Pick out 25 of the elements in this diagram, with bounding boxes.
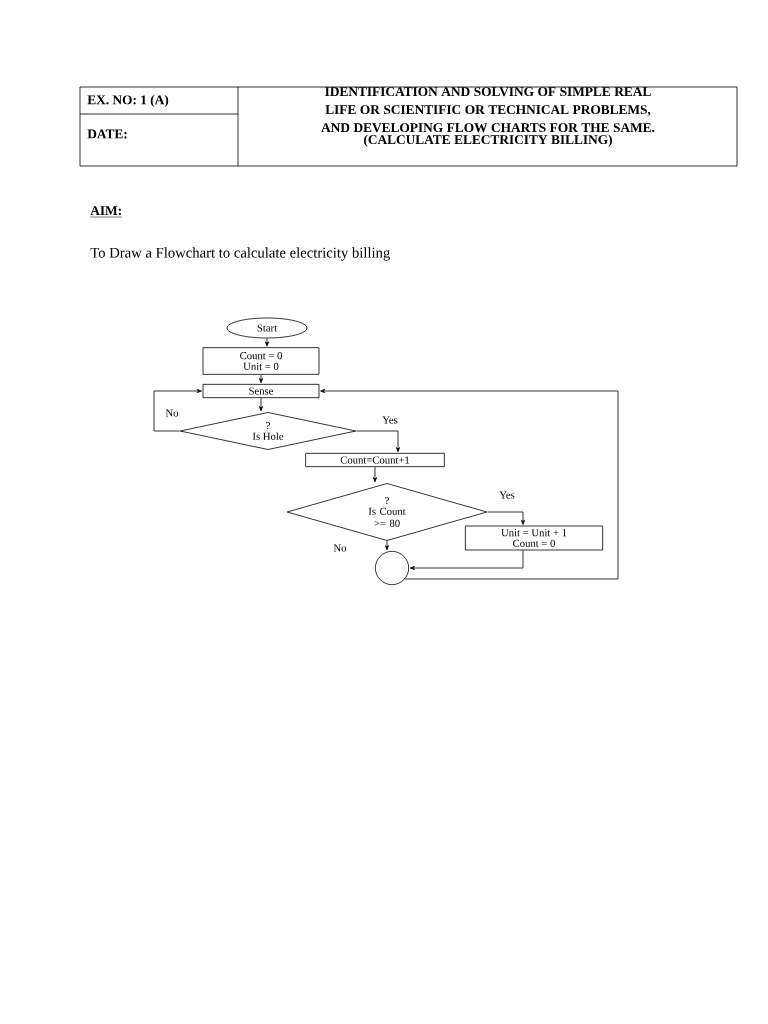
arrow <box>259 397 263 412</box>
table-cell: DATE: <box>87 129 127 139</box>
arrow <box>373 466 377 483</box>
connector-circle <box>374 550 410 586</box>
edge-label: No <box>164 408 180 418</box>
arrow <box>356 430 400 453</box>
terminal-oval: Start <box>226 317 308 339</box>
edge-label: No <box>332 543 348 553</box>
process-box: Sense <box>202 383 320 399</box>
table-cell: IDENTIFICATION AND SOLVING OF SIMPLE REAL LIFE OR SCIENTIFIC OR TECHNICAL PROBLEMS, AND DEVELOPING FLOW CHARTS FOR THE SAME. (CALCULATE ELECTRICITY BILLING) <box>321 87 655 147</box>
process-box: Unit = Unit + 1 Count = 0 <box>464 525 604 551</box>
arrow <box>409 550 524 570</box>
process-box: Count = 0 Unit = 0 <box>202 347 320 375</box>
process-box: Count=Count+1 <box>305 452 445 468</box>
aim-text: To Draw a Flowchart to calculate electricity billing <box>90 247 390 261</box>
edge-label: Yes <box>497 490 517 500</box>
arrow <box>259 374 263 384</box>
arrow <box>320 389 619 580</box>
arrow <box>487 511 525 525</box>
edge-label: Yes <box>380 415 400 425</box>
heading: AIM: <box>90 206 123 218</box>
arrow <box>153 389 202 432</box>
table-cell: EX. NO: 1 (A) <box>87 94 169 108</box>
arrow <box>265 338 269 347</box>
arrow <box>385 540 389 551</box>
